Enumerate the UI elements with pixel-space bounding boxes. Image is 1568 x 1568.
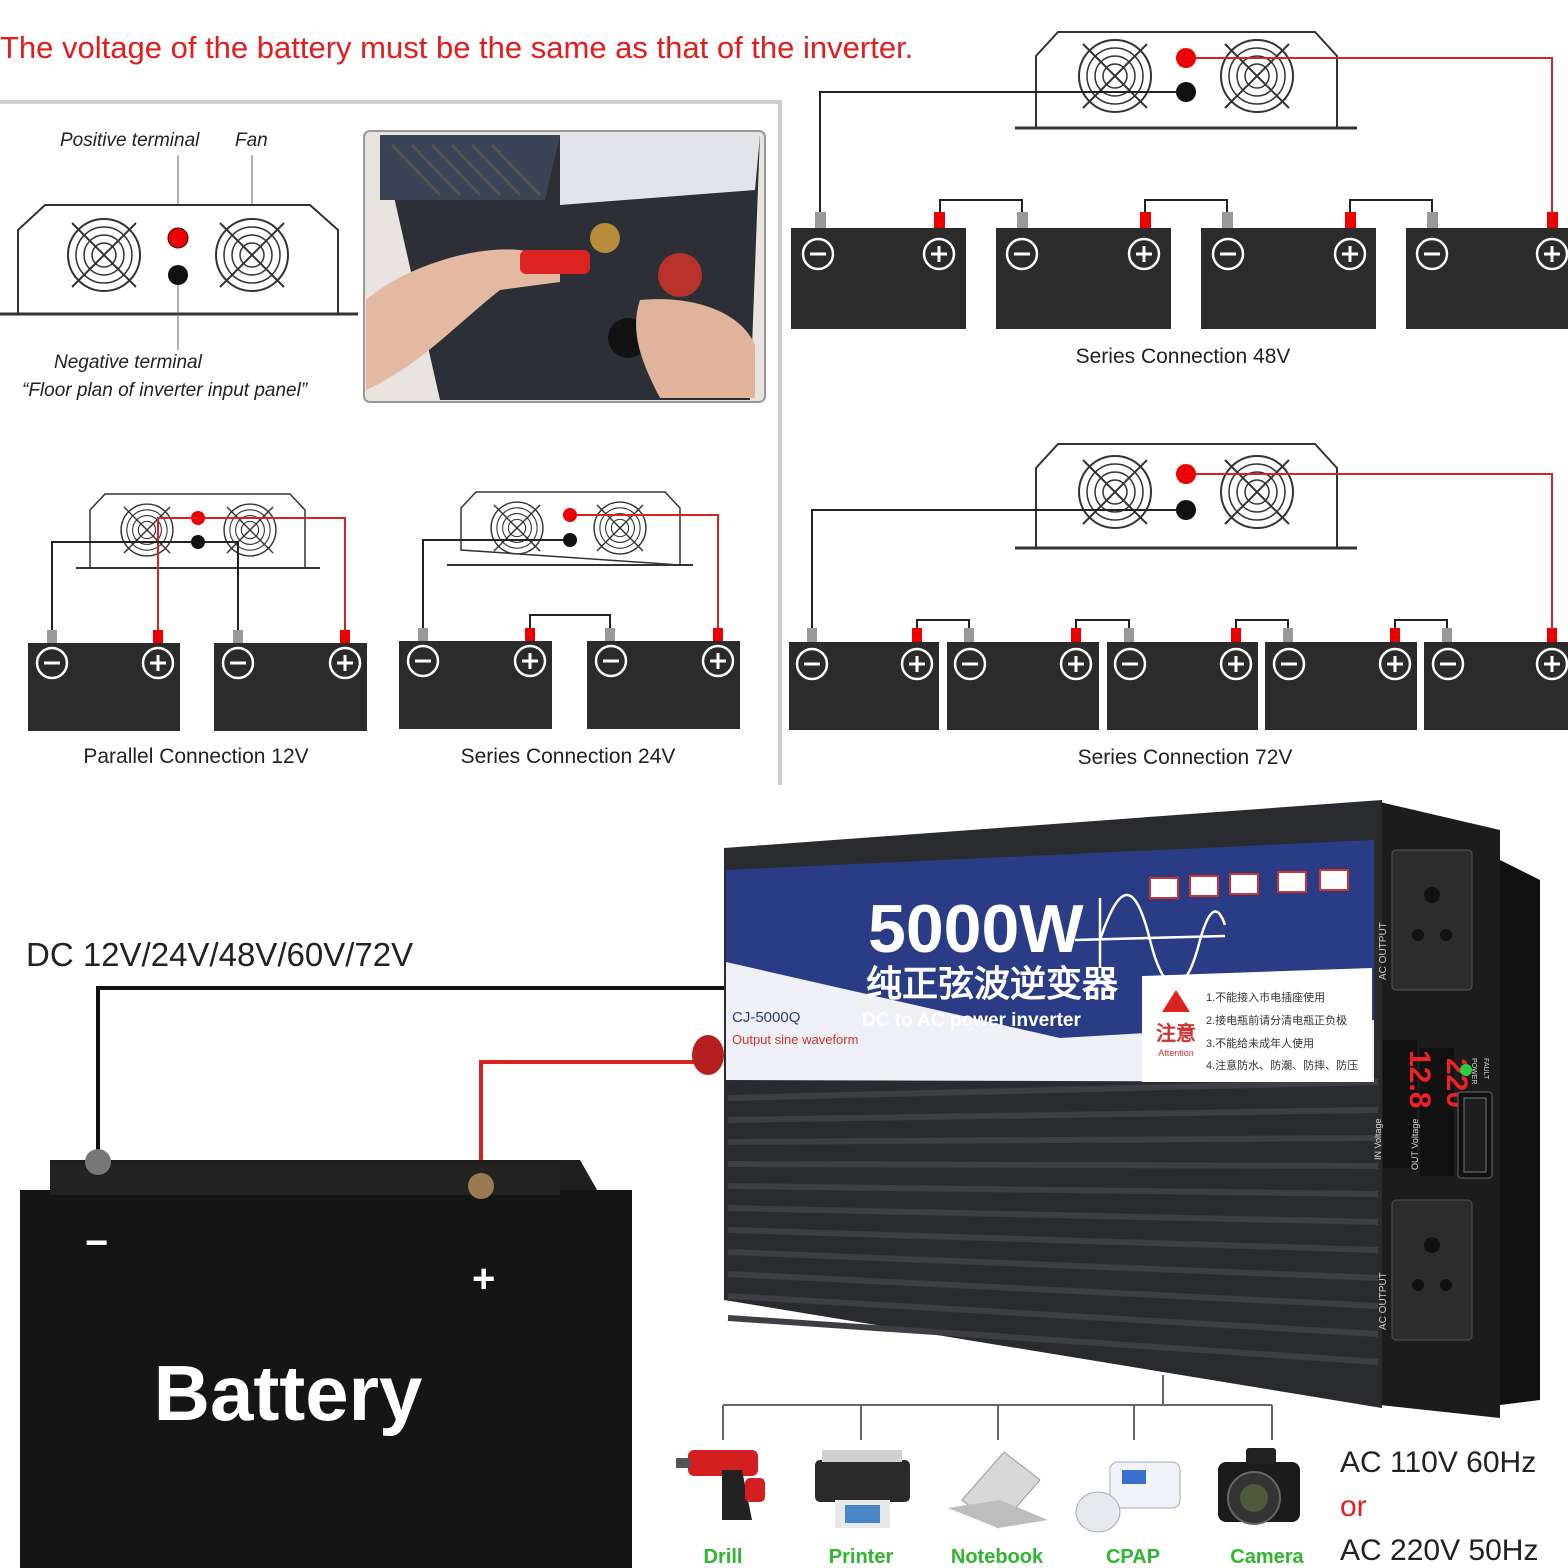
parallel-12v-label: Parallel Connection 12V: [83, 745, 308, 768]
dc-voltage-label: DC 12V/24V/48V/60V/72V: [26, 936, 413, 973]
device-label-camera: Camera: [1230, 1546, 1304, 1568]
negative-wire: [96, 986, 725, 1160]
power-led-icon: [1460, 1064, 1472, 1076]
series-72v-label: Series Connection 72V: [1078, 746, 1293, 769]
ac-output-label: AC OUTPUT: [1378, 922, 1389, 980]
sine-wave-icon: [1074, 893, 1227, 987]
inverter-power-rating: 5000W: [868, 891, 1084, 967]
battery-icon: [399, 641, 552, 729]
note-3: 3.不能给未成年人使用: [1206, 1036, 1314, 1050]
battery-voltage-warning: The voltage of the battery must be the s…: [0, 30, 913, 65]
battery-icon: [1424, 642, 1568, 730]
attention-cn: 注意: [1156, 1021, 1196, 1045]
battery-icon: [1201, 228, 1376, 329]
cpap-icon: [1075, 1461, 1181, 1533]
terminal-connection-photo: [363, 130, 766, 403]
ac-outlet-top: [1391, 849, 1473, 991]
battery-body: [20, 1190, 632, 1568]
in-voltage-display: [1383, 1040, 1417, 1168]
note-2: 2.接电瓶前请分清电瓶正负极: [1206, 1013, 1347, 1027]
ac-output-220v: AC 220V 50Hz: [1340, 1534, 1538, 1567]
series-connection-48v-diagram: Series Connection 48V: [791, 31, 1568, 368]
ac-outlet-bottom: [1391, 1199, 1473, 1341]
camera-icon: [1218, 1448, 1300, 1525]
battery-icon: [947, 642, 1099, 730]
inverter-subtitle: DC to AC power inverter: [862, 1010, 1081, 1031]
device-label-printer: Printer: [829, 1546, 894, 1568]
fault-led-label: FAULT: [1482, 1058, 1489, 1080]
series-connection-24v-diagram: Series Connection 24V: [399, 491, 740, 768]
inverter-unit: 5000W 纯正弦波逆变器 DC to AC power inverter CJ…: [692, 800, 1540, 1418]
battery-label: Battery: [154, 1349, 423, 1437]
battery-minus-label: −: [85, 1221, 108, 1265]
battery-icon: [214, 643, 367, 731]
battery-icon: [789, 642, 939, 730]
battery-icon: [587, 641, 740, 729]
ac-output-label: AC OUTPUT: [1378, 1272, 1389, 1330]
positive-input-terminal-icon: [692, 1035, 724, 1075]
drill-icon: [676, 1450, 765, 1520]
note-4: 4.注意防水、防潮、防摔、防压: [1206, 1058, 1358, 1072]
battery-unit: − + Battery: [20, 1149, 632, 1568]
battery-icon: [1265, 642, 1417, 730]
parallel-connection-12v-diagram: Parallel Connection 12V: [28, 493, 367, 768]
inverter-chinese-title: 纯正弦波逆变器: [866, 963, 1119, 1004]
device-label-cpap: CPAP: [1106, 1546, 1160, 1568]
battery-icon: [791, 228, 966, 329]
ac-output-or: or: [1340, 1490, 1367, 1523]
series-24v-label: Series Connection 24V: [461, 745, 676, 768]
in-voltage-label: IN Voltage: [1373, 1118, 1383, 1160]
out-voltage-label: OUT Voltage: [1410, 1119, 1420, 1170]
attention-en: Attention: [1158, 1048, 1194, 1058]
ac-output-110v: AC 110V 60Hz: [1340, 1446, 1536, 1479]
device-label-drill: Drill: [704, 1546, 743, 1568]
battery-positive-post-icon: [468, 1173, 494, 1199]
positive-terminal-label: Positive terminal: [60, 130, 200, 151]
printer-icon: [815, 1450, 910, 1528]
battery-icon: [28, 643, 180, 731]
negative-terminal-icon: [168, 265, 188, 285]
device-connection-tree: [722, 1375, 1273, 1440]
battery-icon: [996, 228, 1171, 329]
fan-label: Fan: [235, 130, 268, 151]
inverter-waveform-text: Output sine waveform: [732, 1032, 858, 1047]
warning-icon: [1162, 990, 1190, 1012]
negative-terminal-label: Negative terminal: [54, 352, 203, 373]
device-label-notebook: Notebook: [951, 1546, 1044, 1568]
floor-plan-caption: “Floor plan of inverter input panel”: [22, 380, 309, 401]
positive-terminal-icon: [167, 227, 189, 249]
floor-plan-diagram: Positive terminal Fan Negative terminal …: [0, 130, 358, 401]
battery-negative-post-icon: [85, 1149, 111, 1175]
indicator-bar: [1149, 869, 1349, 899]
series-48v-label: Series Connection 48V: [1076, 345, 1291, 368]
series-connection-72v-diagram: Series Connection 72V: [789, 443, 1568, 769]
positive-wire: [479, 1060, 722, 1185]
out-voltage-display: [1420, 1048, 1454, 1176]
inverter-model: CJ-5000Q: [732, 1009, 800, 1026]
battery-plus-label: +: [472, 1257, 495, 1301]
battery-icon: [1107, 642, 1258, 730]
note-1: 1.不能接入市电插座使用: [1206, 990, 1325, 1004]
battery-icon: [1406, 228, 1568, 329]
power-led-label: POWER: [1470, 1058, 1477, 1084]
notebook-icon: [948, 1451, 1048, 1529]
in-voltage-value: 12.8: [1403, 1050, 1436, 1108]
